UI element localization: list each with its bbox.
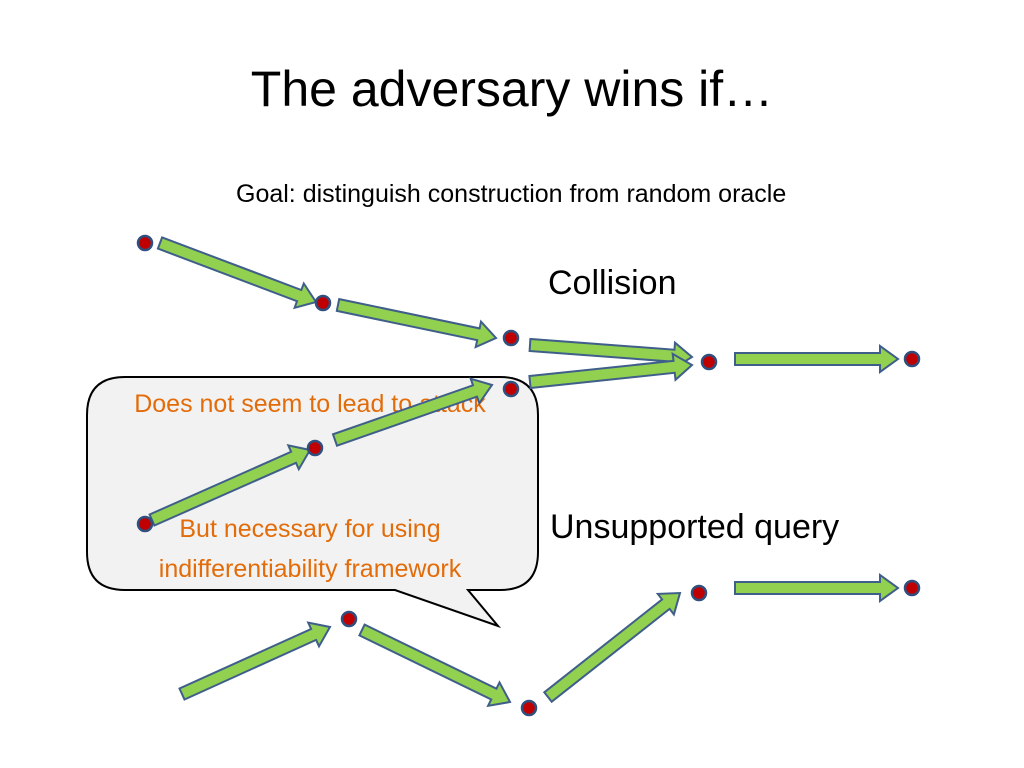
arrow-4 xyxy=(528,352,694,390)
node-4 xyxy=(700,353,718,371)
node-10 xyxy=(520,699,538,717)
arrow-8 xyxy=(358,623,512,708)
node-9 xyxy=(340,610,358,628)
goal-text: Goal: distinguish construction from rand… xyxy=(236,180,787,208)
node-7 xyxy=(306,439,324,457)
overlay-arrows-layer xyxy=(148,377,494,527)
node-2 xyxy=(314,294,332,312)
node-11 xyxy=(690,584,708,602)
nodes-layer xyxy=(136,234,921,717)
arrow-2 xyxy=(335,297,498,349)
overlay-nodes-layer xyxy=(136,380,520,533)
arrow-10 xyxy=(148,444,312,527)
collision-label: Collision xyxy=(548,264,677,302)
callout-bubble xyxy=(86,376,539,629)
node-3 xyxy=(502,329,520,347)
arrow-7 xyxy=(178,621,332,701)
arrow-6 xyxy=(734,573,900,603)
arrow-9 xyxy=(542,591,682,704)
unsupported-query-label: Unsupported query xyxy=(550,508,840,546)
node-5 xyxy=(903,350,921,368)
node-8 xyxy=(136,515,154,533)
arrow-11 xyxy=(331,377,494,447)
arrow-5 xyxy=(734,344,900,374)
slide-title: The adversary wins if… xyxy=(250,61,774,117)
callout-text-line2: But necessary for using indifferentiabil… xyxy=(158,515,462,583)
node-6 xyxy=(502,380,520,398)
node-12 xyxy=(903,579,921,597)
arrow-1 xyxy=(156,236,318,310)
arrows-layer xyxy=(156,236,900,708)
node-1 xyxy=(136,234,154,252)
